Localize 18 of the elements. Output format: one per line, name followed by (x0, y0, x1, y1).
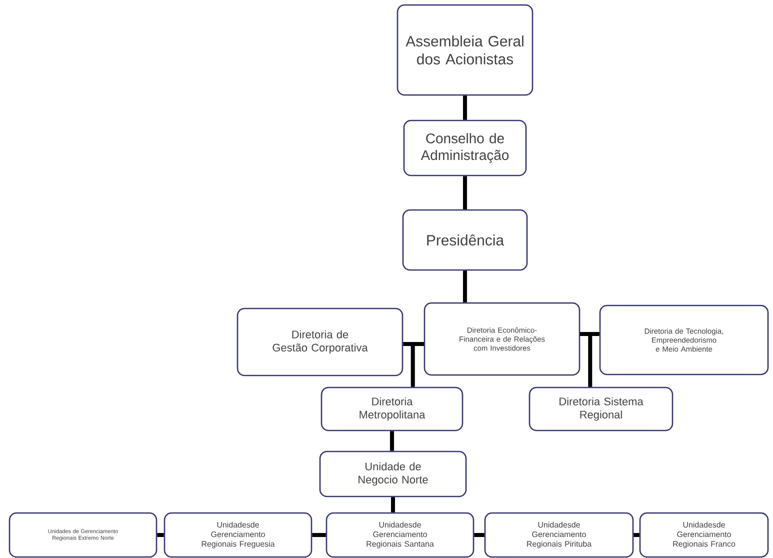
connector-line (463, 96, 467, 120)
connector-line (157, 533, 164, 537)
org-box: Diretoria de Gestão Corporativa (236, 308, 404, 376)
org-box: Diretoria Sistema Regional (528, 386, 674, 432)
org-box: Conselho de Administração (403, 120, 527, 176)
connector-line (410, 342, 424, 387)
org-box: Diretoria Metropolitana (320, 386, 464, 432)
connector-line (634, 533, 640, 537)
connector-line (474, 533, 484, 537)
org-box: Presidência (402, 209, 528, 271)
connector-line (391, 497, 395, 512)
connector-line (390, 431, 394, 451)
connector-line (580, 332, 592, 387)
connector-line (463, 176, 467, 210)
connector-line (463, 270, 467, 302)
org-box: Unidade de Negocio Norte (319, 450, 467, 498)
connector-line (312, 533, 326, 537)
org-box: Assembleia Geral dos Acionistas (396, 4, 534, 96)
